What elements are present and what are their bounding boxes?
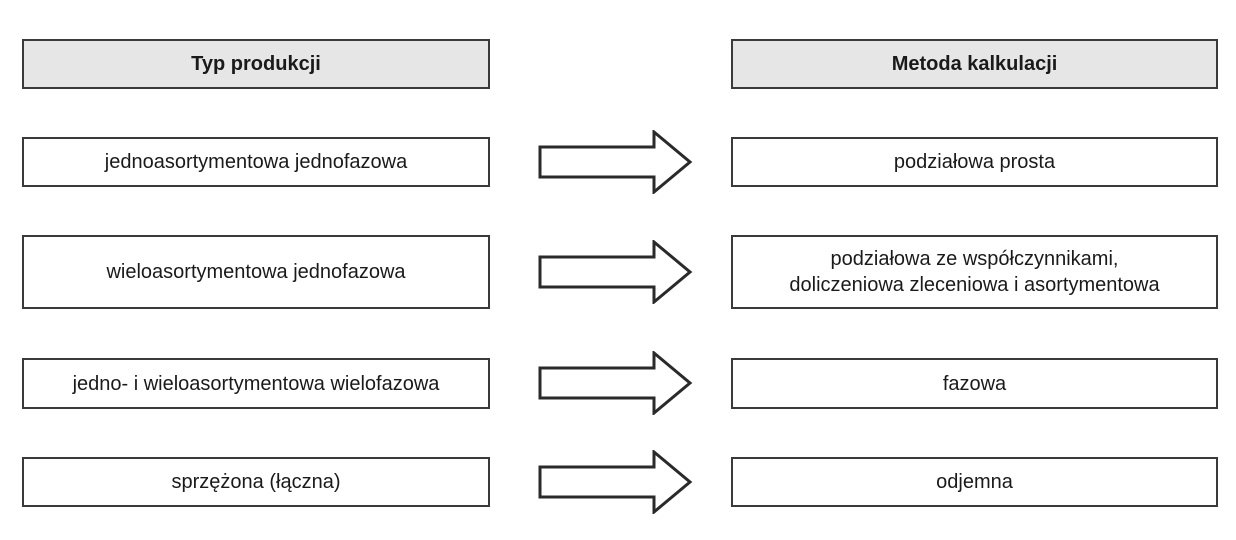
arrow-right-icon	[538, 351, 693, 415]
method-box-4: odjemna	[731, 457, 1218, 507]
method-box-2-line-2: doliczeniowa zleceniowa i asortymentowa	[789, 274, 1160, 296]
method-box-1: podziałowa prosta	[731, 137, 1218, 187]
method-box-2-line-1: podziałowa ze współczynnikami,	[830, 248, 1119, 270]
arrow-right-icon	[538, 450, 693, 514]
production-type-box-1: jednoasortymentowa jednofazowa	[22, 137, 490, 187]
production-type-box-2: wieloasortymentowa jednofazowa	[22, 235, 490, 309]
arrow-right-icon	[538, 240, 693, 304]
header-calculation-method: Metoda kalkulacji	[731, 39, 1218, 89]
production-type-box-4: sprzężona (łączna)	[22, 457, 490, 507]
production-type-box-3: jedno- i wieloasortymentowa wielofazowa	[22, 358, 490, 409]
header-production-type: Typ produkcji	[22, 39, 490, 89]
arrow-right-icon	[538, 130, 693, 194]
method-box-2: podziałowa ze współczynnikami, doliczeni…	[731, 235, 1218, 309]
method-box-3: fazowa	[731, 358, 1218, 409]
